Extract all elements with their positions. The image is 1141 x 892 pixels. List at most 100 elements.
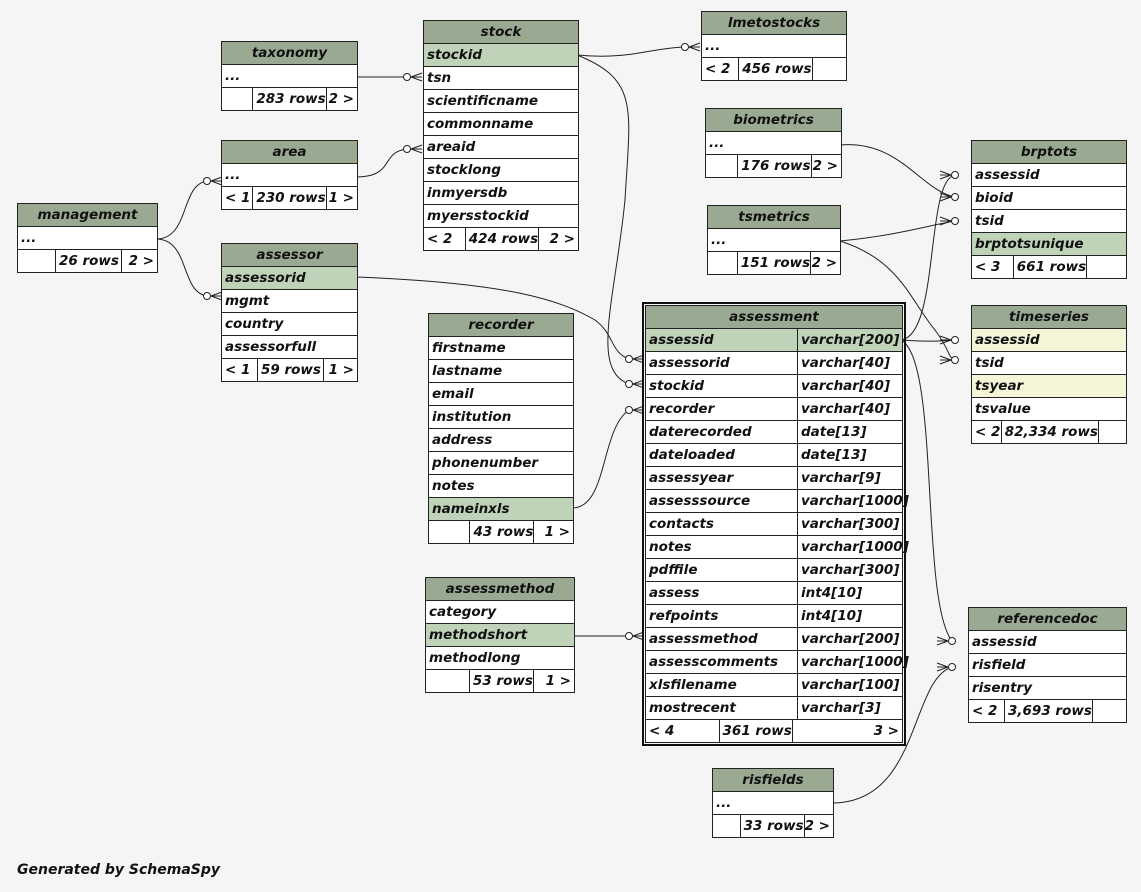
column-row[interactable]: country	[222, 313, 357, 336]
parents-link[interactable]	[706, 155, 739, 177]
column-row[interactable]: inmyersdb	[424, 182, 578, 205]
table-title[interactable]: recorder	[429, 314, 573, 337]
column-row[interactable]: address	[429, 429, 573, 452]
column-row[interactable]: assessid	[969, 631, 1126, 654]
children-link[interactable]: 2 >	[803, 815, 833, 837]
column-row[interactable]: stockid	[424, 44, 578, 67]
children-link[interactable]	[1091, 700, 1126, 722]
parents-link[interactable]: < 3	[972, 256, 1014, 278]
parents-link[interactable]: < 1	[222, 359, 258, 381]
column-row[interactable]: methodlong	[426, 647, 574, 670]
parents-link[interactable]: < 2	[702, 58, 740, 80]
children-link[interactable]: 1 >	[532, 670, 574, 692]
table-title[interactable]: assessmethod	[426, 578, 574, 601]
column-row[interactable]: assessid	[972, 164, 1126, 187]
column-row[interactable]: risentry	[969, 677, 1126, 700]
column-row[interactable]: phonenumber	[429, 452, 573, 475]
column-row[interactable]: assessorfull	[222, 336, 357, 359]
column-row[interactable]: assessorid	[222, 267, 357, 290]
column-row[interactable]: risfield	[969, 654, 1126, 677]
table-title[interactable]: assessment	[646, 306, 902, 329]
column-row[interactable]: tsid	[972, 352, 1126, 375]
column-row[interactable]: ...	[706, 132, 841, 155]
column-row[interactable]: brptotsunique	[972, 233, 1126, 256]
column-row[interactable]: tsn	[424, 67, 578, 90]
children-link[interactable]	[811, 58, 846, 80]
children-link[interactable]: 1 >	[323, 359, 357, 381]
column-row[interactable]: commonname	[424, 113, 578, 136]
children-link[interactable]: 2 >	[810, 155, 841, 177]
children-link[interactable]: 1 >	[533, 521, 573, 543]
table-title[interactable]: stock	[424, 21, 578, 44]
table-title[interactable]: brptots	[972, 141, 1126, 164]
children-link[interactable]: 2 >	[538, 228, 578, 250]
children-link[interactable]	[1086, 256, 1126, 278]
table-title[interactable]: management	[18, 204, 157, 227]
parents-link[interactable]: < 2	[969, 700, 1006, 722]
column-row[interactable]: assessid	[972, 329, 1126, 352]
column-row[interactable]: mgmt	[222, 290, 357, 313]
column-row[interactable]: ...	[222, 164, 357, 187]
table-title[interactable]: risfields	[713, 769, 833, 792]
column-row[interactable]: myersstockid	[424, 205, 578, 228]
column-row[interactable]: tsvalue	[972, 398, 1126, 421]
parents-link[interactable]	[18, 250, 56, 272]
children-link[interactable]	[1097, 421, 1126, 443]
table-title[interactable]: area	[222, 141, 357, 164]
column-row[interactable]: ...	[708, 229, 840, 252]
column-row[interactable]: notes	[429, 475, 573, 498]
table-title[interactable]: biometrics	[706, 109, 841, 132]
column-row[interactable]: ...	[18, 227, 157, 250]
column-row[interactable]: lastname	[429, 360, 573, 383]
column-row[interactable]: nameinxls	[429, 498, 573, 521]
children-link[interactable]: 2 >	[325, 88, 357, 110]
parents-link[interactable]: < 2	[972, 421, 1002, 443]
table-title[interactable]: timeseries	[972, 306, 1126, 329]
column-row[interactable]: stocklong	[424, 159, 578, 182]
parents-link[interactable]	[222, 88, 254, 110]
column-row[interactable]: scientificname	[424, 90, 578, 113]
column-row[interactable]: tsid	[972, 210, 1126, 233]
table-title[interactable]: tsmetrics	[708, 206, 840, 229]
column-row[interactable]: firstname	[429, 337, 573, 360]
children-link[interactable]: 2 >	[121, 250, 157, 272]
parents-link[interactable]	[426, 670, 470, 692]
table-title[interactable]: referencedoc	[969, 608, 1126, 631]
table-title[interactable]: taxonomy	[222, 42, 357, 65]
column-row[interactable]: ...	[702, 35, 846, 58]
children-link[interactable]: 2 >	[810, 252, 840, 274]
children-link[interactable]: 3 >	[791, 720, 902, 742]
column-row[interactable]: email	[429, 383, 573, 406]
parents-link[interactable]: < 1	[222, 187, 254, 209]
parents-link[interactable]	[713, 815, 741, 837]
table-title[interactable]: lmetostocks	[702, 12, 846, 35]
column-row[interactable]: category	[426, 601, 574, 624]
parents-link[interactable]	[708, 252, 738, 274]
children-link[interactable]: 1 >	[325, 187, 357, 209]
